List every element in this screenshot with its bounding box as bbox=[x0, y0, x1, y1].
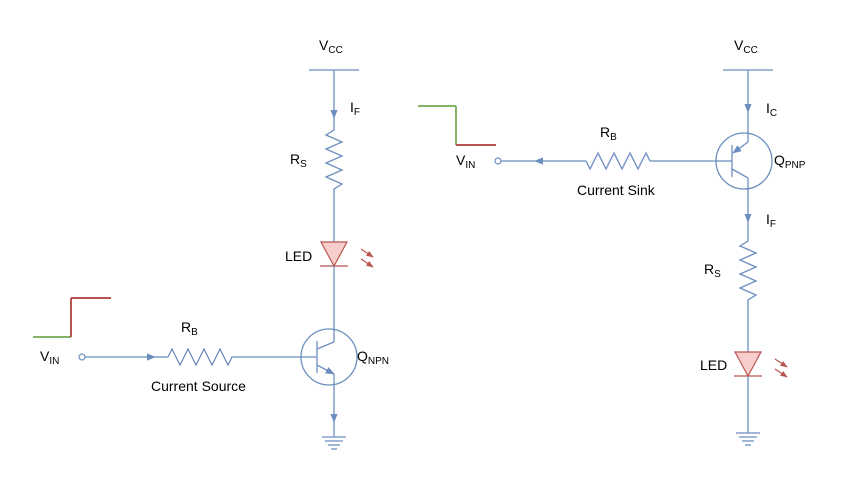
pnp-transistor-label: QPNP bbox=[774, 152, 806, 171]
npn-transistor-label: QNPN bbox=[357, 348, 389, 367]
input-terminal bbox=[78, 353, 86, 361]
base-resistor-symbol bbox=[167, 347, 240, 367]
vcc-label: VCC bbox=[319, 37, 343, 56]
input-label: VIN bbox=[40, 348, 59, 367]
base-resistor-label: RB bbox=[600, 124, 617, 143]
current-source-caption: Current Source bbox=[151, 378, 246, 394]
led-symbol bbox=[319, 241, 374, 268]
npn-transistor-symbol bbox=[300, 328, 358, 386]
rising-step-waveform bbox=[33, 297, 111, 338]
ground-symbol bbox=[322, 436, 346, 450]
input-label: VIN bbox=[456, 152, 475, 171]
series-resistor-label: RS bbox=[704, 261, 721, 280]
forward-current-label: IF bbox=[766, 211, 776, 230]
led-symbol bbox=[733, 351, 788, 378]
series-resistor-symbol bbox=[324, 127, 344, 193]
ground-symbol bbox=[736, 432, 760, 446]
base-resistor-symbol bbox=[578, 151, 651, 171]
series-resistor-symbol bbox=[738, 238, 758, 304]
pnp-led-driver: VCC IC QPNP RB VIN Current Sink bbox=[418, 37, 806, 446]
npn-led-driver: VCC IF RS LED QNPN bbox=[33, 37, 389, 450]
led-label: LED bbox=[285, 248, 312, 264]
series-resistor-label: RS bbox=[290, 151, 307, 170]
vcc-label: VCC bbox=[734, 37, 758, 56]
input-terminal bbox=[494, 157, 502, 165]
pnp-transistor-symbol bbox=[715, 132, 773, 190]
current-sink-caption: Current Sink bbox=[577, 182, 656, 198]
base-resistor-label: RB bbox=[181, 319, 198, 338]
led-label: LED bbox=[700, 357, 727, 373]
collector-current-label: IC bbox=[766, 100, 777, 119]
falling-step-waveform bbox=[418, 105, 496, 146]
forward-current-label: IF bbox=[350, 99, 360, 118]
